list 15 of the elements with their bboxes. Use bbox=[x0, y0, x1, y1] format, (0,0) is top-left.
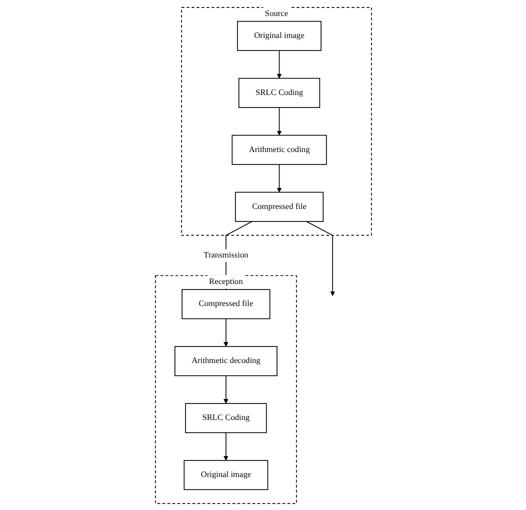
arrow bbox=[276, 106, 282, 136]
node-box: Compressed file bbox=[181, 288, 270, 319]
arrow bbox=[223, 374, 228, 404]
node-box: Original image bbox=[236, 20, 322, 50]
arrow bbox=[276, 50, 282, 78]
node-box: Compressed file bbox=[234, 191, 324, 222]
node-box: Arithmetic decoding bbox=[174, 346, 277, 376]
node-box: Original image bbox=[183, 460, 268, 490]
arrow bbox=[223, 318, 228, 346]
node-box: Arithmetic coding bbox=[231, 134, 326, 164]
arrow bbox=[276, 164, 282, 192]
node-box: SRLC Coding bbox=[184, 402, 266, 433]
arrow bbox=[223, 432, 228, 460]
edge-label: Transmission bbox=[203, 250, 248, 260]
node-box: SRLC Coding bbox=[238, 77, 320, 108]
